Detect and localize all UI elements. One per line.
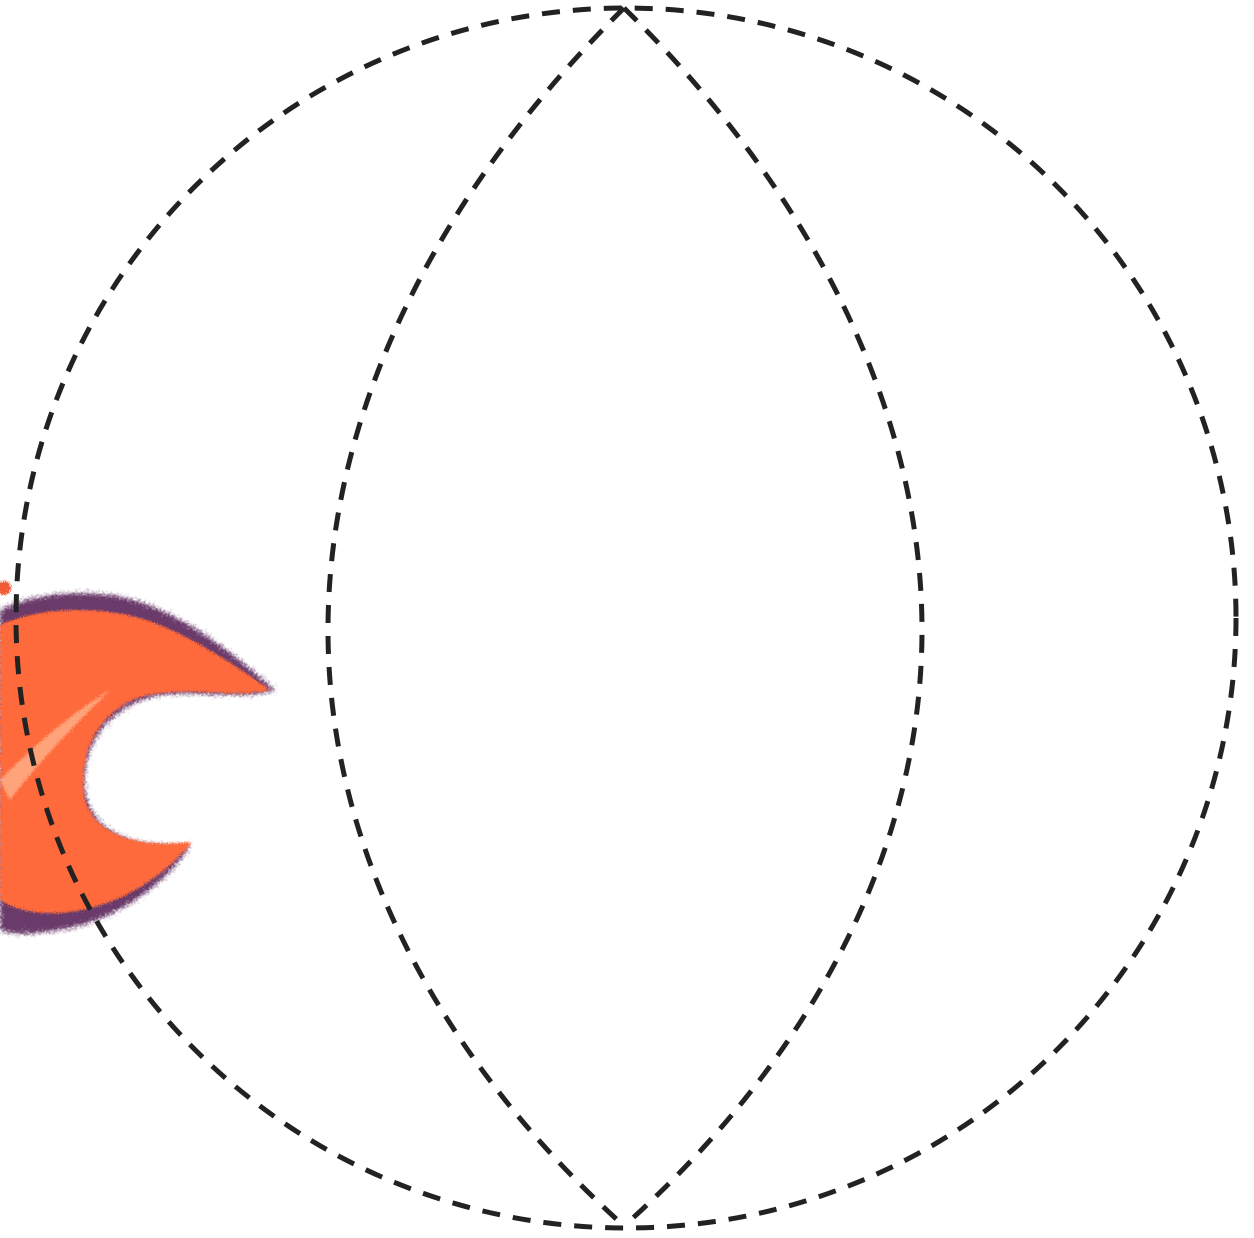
outer-dashed-circle [16,8,1236,1228]
left-dashed-meridian-arc [328,8,624,1226]
orange-brush-stroke-figure [0,581,275,934]
right-dashed-meridian-arc [624,8,922,1226]
brush-dot [0,581,11,595]
